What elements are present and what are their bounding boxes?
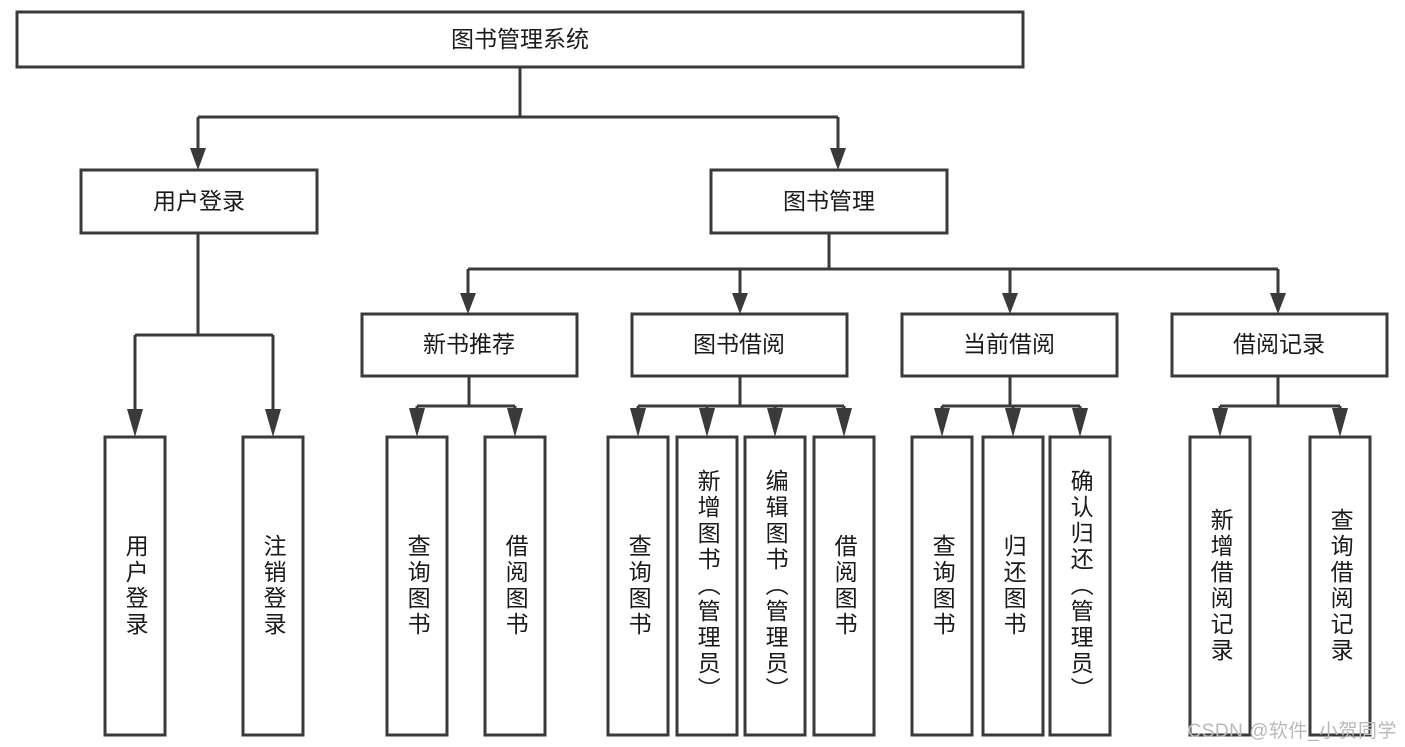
arrowhead-leaf-logout-login xyxy=(265,409,281,437)
node-leaf-user-login[interactable] xyxy=(103,435,167,737)
arrowhead-leaf-query-borrow-record xyxy=(1332,408,1348,437)
node-book-borrow-label: 图书借阅 xyxy=(693,331,785,357)
node-new-book-recommend-label: 新书推荐 xyxy=(423,331,515,357)
arrowhead-leaf-add-borrow-record xyxy=(1212,408,1228,437)
arrowhead-leaf-borrow-book-2 xyxy=(836,408,852,437)
arrowhead-new-book-recommend xyxy=(460,293,476,314)
node-leaf-add-book-admin[interactable] xyxy=(675,435,739,737)
arrowhead-leaf-confirm-return-admin xyxy=(1072,408,1088,437)
node-borrow-record[interactable] xyxy=(1170,312,1389,378)
arrowhead-leaf-return-book xyxy=(1005,408,1021,437)
node-leaf-logout-login[interactable] xyxy=(241,435,305,737)
arrowhead-leaf-add-book-admin xyxy=(699,408,715,437)
arrowhead-leaf-user-login xyxy=(127,409,143,437)
arrowhead-user-login xyxy=(190,148,206,170)
node-user-login-label: 用户登录 xyxy=(153,188,245,214)
node-book-management[interactable] xyxy=(709,168,949,235)
node-new-book-recommend[interactable] xyxy=(360,312,579,378)
arrowhead-leaf-query-book-2 xyxy=(630,408,646,437)
node-leaf-borrow-book-1[interactable] xyxy=(483,435,547,737)
node-leaf-borrow-book-2[interactable] xyxy=(812,435,876,737)
node-leaf-query-book-1[interactable] xyxy=(385,435,449,737)
node-leaf-confirm-return-admin[interactable] xyxy=(1048,435,1112,737)
arrowhead-leaf-borrow-book-1 xyxy=(507,408,523,437)
node-layer: 图书管理系统 用户登录 图书管理 新书推荐 图书借阅 当前借阅 借阅记录 xyxy=(15,10,1389,737)
arrowhead-borrow-record xyxy=(1270,293,1286,314)
node-current-borrow[interactable] xyxy=(900,312,1119,378)
node-title[interactable] xyxy=(15,10,1025,69)
node-book-management-label: 图书管理 xyxy=(783,188,875,214)
arrowhead-book-borrow xyxy=(732,293,748,314)
node-leaf-add-borrow-record[interactable] xyxy=(1188,435,1252,737)
node-leaf-query-book-3[interactable] xyxy=(910,435,974,737)
node-leaf-edit-book-admin[interactable] xyxy=(743,435,807,737)
node-book-borrow[interactable] xyxy=(630,312,849,378)
arrowhead-leaf-query-book-1 xyxy=(409,408,425,437)
arrowhead-current-borrow xyxy=(1002,293,1018,314)
node-leaf-query-borrow-record[interactable] xyxy=(1308,435,1372,737)
node-current-borrow-label: 当前借阅 xyxy=(963,331,1055,357)
node-borrow-record-label: 借阅记录 xyxy=(1233,331,1325,357)
node-title-label: 图书管理系统 xyxy=(451,26,589,52)
node-leaf-return-book[interactable] xyxy=(981,435,1045,737)
node-user-login[interactable] xyxy=(79,168,319,235)
csdn-watermark: CSDN @软件_小贺同学 xyxy=(1187,721,1397,742)
arrowhead-book-management xyxy=(830,148,846,170)
arrowhead-leaf-edit-book-admin xyxy=(767,408,783,437)
node-leaf-query-book-2[interactable] xyxy=(606,435,670,737)
arrowhead-leaf-query-book-3 xyxy=(934,408,950,437)
arrowhead-layer xyxy=(127,148,1348,437)
